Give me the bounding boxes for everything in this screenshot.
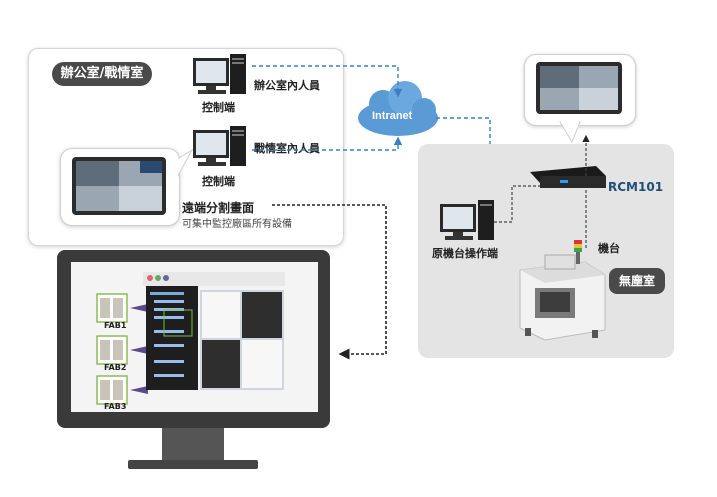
split-screen-subtitle: 可集中監控廠區所有設備 bbox=[182, 219, 292, 230]
fab3-label: FAB3 bbox=[104, 402, 127, 411]
office-staff-label: 辦公室內人員 bbox=[254, 79, 320, 92]
machine-label: 機台 bbox=[598, 242, 620, 255]
warroom-staff-label: 戰情室內人員 bbox=[254, 142, 320, 155]
intranet-label: Intranet bbox=[372, 110, 413, 122]
split-screen-title: 遠端分割畫面 bbox=[182, 201, 255, 215]
fab2-label: FAB2 bbox=[104, 363, 127, 372]
monitor-base bbox=[128, 460, 258, 469]
office-title-badge: 辦公室/戰情室 bbox=[52, 62, 152, 86]
monitor-neck bbox=[162, 428, 224, 462]
fab1-label: FAB1 bbox=[104, 321, 127, 330]
controller-label-1: 控制端 bbox=[202, 101, 235, 114]
cleanroom-badge: 無塵室 bbox=[609, 268, 665, 294]
controller-label-2: 控制端 bbox=[202, 175, 235, 188]
rcm-model-label: RCM101 bbox=[608, 180, 664, 194]
operator-label: 原機台操作端 bbox=[432, 247, 498, 260]
